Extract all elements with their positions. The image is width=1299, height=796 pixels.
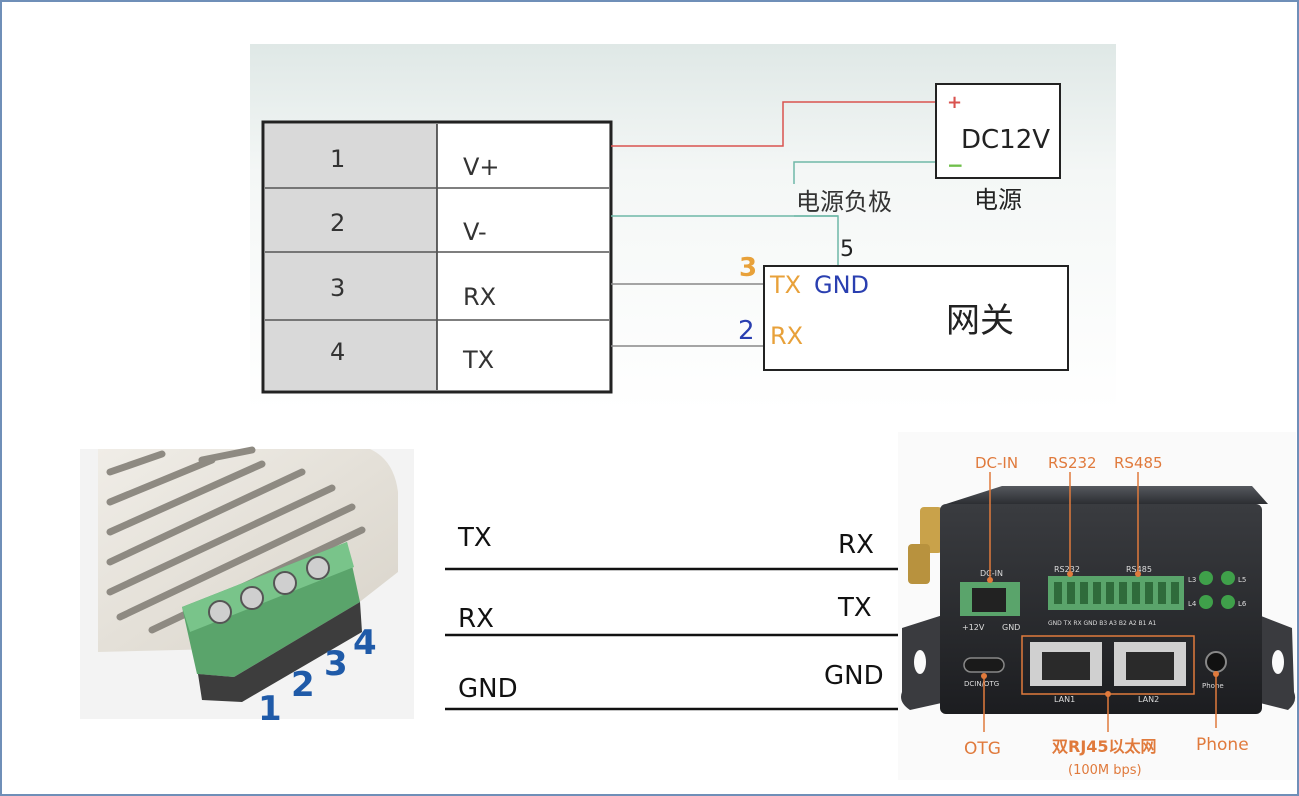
- router-top: [946, 486, 1268, 504]
- terminal-screw: [240, 586, 264, 610]
- pin-number-2: 2: [330, 209, 345, 237]
- led-l3: [1199, 571, 1213, 585]
- pin-signal-2: V-: [463, 218, 487, 246]
- terminal-block-base: [198, 602, 362, 702]
- sensor-terminal-3: 3: [324, 644, 348, 684]
- lan2-socket: [1126, 652, 1174, 680]
- dcin-socket: [972, 588, 1006, 612]
- router-photo: DC-IN +12V GND RS232 RS485 GND TX RX GND…: [898, 432, 1296, 780]
- silk-l5: L5: [1238, 576, 1246, 584]
- callout-rj45: 双RJ45以太网: [1052, 737, 1157, 756]
- silk-lan2: LAN2: [1138, 695, 1159, 704]
- gateway-gnd-pin: GND: [814, 271, 869, 299]
- wire-right-label-3: GND: [824, 661, 884, 691]
- pin-table-signal-column: [437, 124, 609, 390]
- callout-lines: [983, 472, 1217, 732]
- silk-12v: +12V: [962, 623, 985, 632]
- sensor-terminal-1: 1: [258, 689, 282, 729]
- lan1-socket: [1042, 652, 1090, 680]
- pin-table: 1 2 3 4 V+ V- RX TX: [261, 120, 613, 394]
- power-minus-terminal: −: [947, 153, 964, 177]
- antenna-connector: [920, 507, 942, 553]
- callout-rs232: RS232: [1048, 454, 1097, 472]
- silk-dcin: DC-IN: [980, 569, 1003, 578]
- gateway-rx-number: 2: [738, 316, 755, 346]
- wiring-diagram: 1 2 3 4 V+ V- RX TX + − DC12V 电源 电源负极 5: [250, 44, 1116, 412]
- power-supply: + − DC12V 电源: [935, 83, 1061, 214]
- pin-table-number-column: [265, 124, 437, 390]
- callout-speed: (100M bps): [1068, 763, 1142, 778]
- silk-l6: L6: [1238, 600, 1247, 608]
- led-l4: [1199, 595, 1213, 609]
- terminal-screw: [306, 556, 330, 580]
- rs-terminal-pins: [1054, 582, 1179, 604]
- pin-number-4: 4: [330, 338, 345, 366]
- wire-left-label-2: RX: [458, 604, 494, 634]
- terminal-screw: [273, 571, 297, 595]
- wire-right-label-1: RX: [838, 530, 874, 560]
- led-l5: [1221, 571, 1235, 585]
- silk-rs232: RS232: [1054, 565, 1080, 574]
- silk-otg: DCIN/OTG: [964, 680, 999, 688]
- silk-gnd: GND: [1002, 623, 1020, 632]
- mount-hole: [1272, 650, 1284, 674]
- gateway-label: 网关: [946, 301, 1014, 341]
- callout-rs485: RS485: [1114, 454, 1163, 472]
- otg-port: [963, 657, 1005, 673]
- terminal-screw: [208, 600, 232, 624]
- led-l6: [1221, 595, 1235, 609]
- mount-hole: [914, 650, 926, 674]
- pin-number-3: 3: [330, 274, 345, 302]
- silk-phone: Phone: [1202, 682, 1224, 690]
- gateway-tx-number: 3: [739, 253, 757, 283]
- gateway-box: [763, 265, 1069, 371]
- gateway: 3 TX GND 2 RX 网关: [738, 253, 1069, 371]
- phone-jack: [1205, 651, 1227, 673]
- terminal-block: [182, 542, 362, 702]
- wire-left-label-1: TX: [457, 523, 492, 553]
- wire-left-label-3: GND: [458, 674, 518, 704]
- wire-power-negative: [793, 161, 936, 184]
- silk-lan1: LAN1: [1054, 695, 1075, 704]
- gnd-pin-number: 5: [840, 237, 854, 262]
- wire-right-label-2: TX: [837, 593, 872, 623]
- pin-signal-4: TX: [462, 346, 494, 374]
- sensor-terminal-2: 2: [291, 665, 315, 705]
- silk-l3: L3: [1188, 576, 1196, 584]
- silk-rs485: RS485: [1126, 565, 1152, 574]
- wiring-lines: TX RX GND RX TX GND: [445, 523, 898, 711]
- pin-number-1: 1: [330, 145, 345, 173]
- sensor-terminal-4: 4: [353, 623, 377, 663]
- gateway-rx-pin: RX: [770, 322, 803, 350]
- silk-pin-labels: GND TX RX GND B3 A3 B2 A2 B1 A1: [1048, 620, 1156, 627]
- power-plus-terminal: +: [947, 92, 962, 113]
- gateway-tx-pin: TX: [769, 271, 801, 299]
- callout-otg: OTG: [964, 739, 1001, 759]
- wire-v-plus: [611, 101, 936, 147]
- silk-l4: L4: [1188, 600, 1197, 608]
- antenna-connector: [908, 544, 930, 584]
- callout-dots: [981, 571, 1219, 697]
- pin-signal-1: V+: [463, 153, 500, 181]
- power-supply-box: [935, 83, 1061, 179]
- power-supply-label: 电源: [974, 186, 1022, 214]
- sensor-photo: 1 2 3 4: [80, 446, 414, 729]
- callout-phone: Phone: [1196, 735, 1249, 755]
- pin-signal-3: RX: [463, 283, 496, 311]
- power-negative-label: 电源负极: [796, 188, 892, 216]
- callout-dcin: DC-IN: [975, 454, 1018, 472]
- power-voltage: DC12V: [961, 125, 1050, 155]
